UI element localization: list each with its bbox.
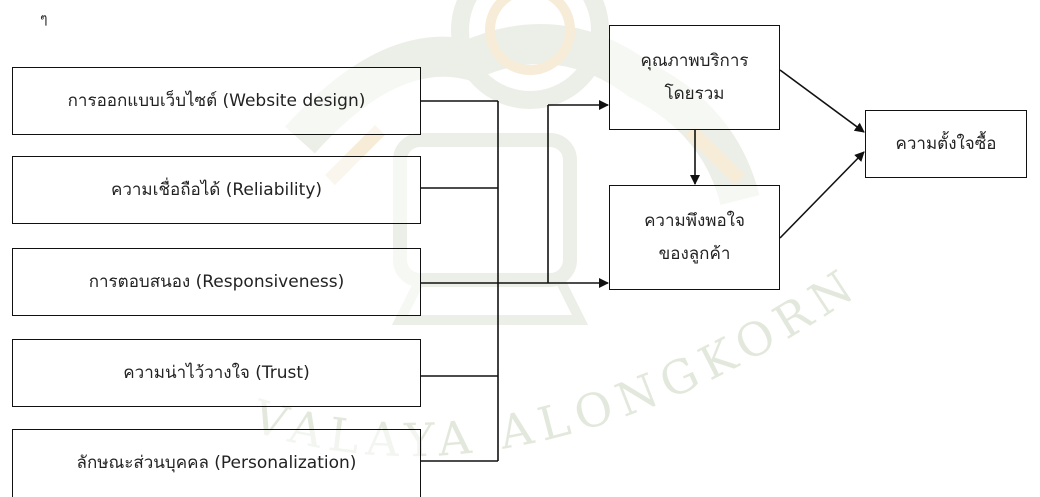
service-quality-box: คุณภาพบริการ โดยรวม <box>609 25 780 130</box>
input-label: ความน่าไว้วางใจ (Trust) <box>123 362 310 383</box>
satisfaction-box: ความพึงพอใจ ของลูกค้า <box>609 185 780 290</box>
satisfaction-line2: ของลูกค้า <box>658 243 731 264</box>
purchase-intention-label: ความตั้งใจซื้อ <box>895 133 997 154</box>
input-box-trust: ความน่าไว้วางใจ (Trust) <box>12 339 421 407</box>
input-box-reliability: ความเชื่อถือได้ (Reliability) <box>12 156 421 224</box>
input-label: ลักษณะส่วนบุคคล (Personalization) <box>76 453 357 474</box>
service-quality-line2: โดยรวม <box>664 83 725 104</box>
stray-mark: ๆ <box>40 11 48 27</box>
input-box-responsiveness: การตอบสนอง (Responsiveness) <box>12 248 421 316</box>
input-label: ความเชื่อถือได้ (Reliability) <box>110 179 323 200</box>
input-label: การออกแบบเว็บไซต์ (Website design) <box>67 90 366 111</box>
service-quality-line1: คุณภาพบริการ <box>640 51 749 72</box>
input-label: การตอบสนอง (Responsiveness) <box>88 271 345 292</box>
input-box-personalization: ลักษณะส่วนบุคคล (Personalization) <box>12 429 421 497</box>
purchase-intention-box: ความตั้งใจซื้อ <box>865 110 1027 178</box>
input-box-website-design: การออกแบบเว็บไซต์ (Website design) <box>12 67 421 135</box>
satisfaction-line1: ความพึงพอใจ <box>644 211 745 232</box>
